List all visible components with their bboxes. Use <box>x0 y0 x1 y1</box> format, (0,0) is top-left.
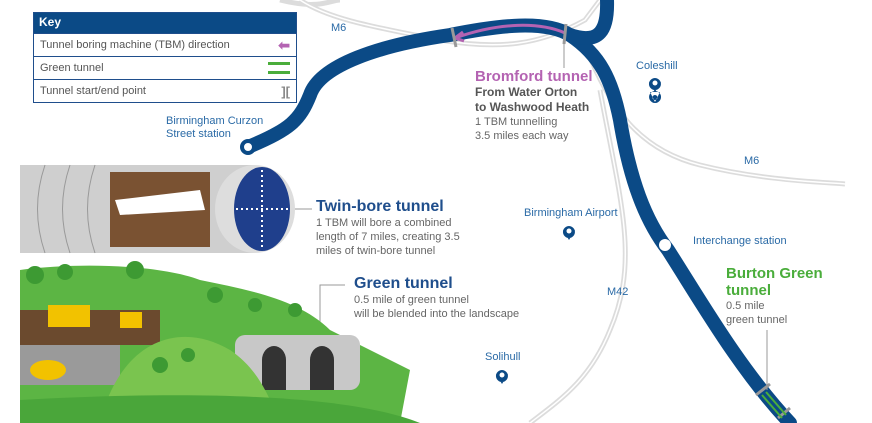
burton-green-segment <box>761 391 787 419</box>
bromford-callout: Bromford tunnel From Water Orton to Wash… <box>475 68 593 143</box>
interchange-station-marker <box>659 239 671 251</box>
burton-title: tunnel <box>726 282 771 299</box>
key-title: Key <box>34 13 296 33</box>
bromford-sub: to Washwood Heath <box>475 100 590 114</box>
bromford-desc: 1 TBM tunnelling <box>475 116 558 128</box>
place-solihull: Solihull <box>485 351 521 363</box>
greentunnel-callout: Green tunnel 0.5 mile of green tunnel wi… <box>354 275 519 321</box>
key-row-marker: Tunnel start/end point ][ <box>34 79 296 102</box>
bromford-desc: 3.5 miles each way <box>475 130 569 142</box>
green-tunnel-illustration <box>20 261 420 423</box>
burton-desc: 0.5 mile <box>726 300 765 312</box>
curzon-station-marker <box>240 139 256 155</box>
place-curzon-station: Birmingham Curzon Street station <box>166 115 264 140</box>
place-airport: Birmingham Airport <box>524 207 618 219</box>
road-west-curve <box>279 0 341 7</box>
greentunnel-desc: will be blended into the landscape <box>354 308 520 320</box>
burton-callout: Burton Green tunnel 0.5 mile green tunne… <box>726 265 823 327</box>
burton-title: Burton Green <box>726 265 823 282</box>
twinbore-title: Twin-bore tunnel <box>316 198 444 215</box>
key-label: Green tunnel <box>40 62 104 74</box>
key-label: Tunnel boring machine (TBM) direction <box>40 39 230 51</box>
bromford-title: Bromford tunnel <box>475 68 593 85</box>
key-row-green: Green tunnel <box>34 56 296 79</box>
road-label-m42: M42 <box>607 286 629 298</box>
twinbore-callout: Twin-bore tunnel 1 TBM will bore a combi… <box>316 198 460 258</box>
tbm-direction-arrow <box>454 23 566 40</box>
place-coleshill: Coleshill <box>636 60 678 72</box>
bromford-sub: From Water Orton <box>475 85 578 99</box>
leader-lines <box>292 44 768 390</box>
hs2-route <box>241 0 797 423</box>
burton-desc: green tunnel <box>726 314 788 326</box>
bracket-marker-icon: ][ <box>281 83 290 99</box>
twinbore-desc: length of 7 miles, creating 3.5 <box>316 231 460 243</box>
road-label-m6: M6 <box>331 22 347 34</box>
place-interchange: Interchange station <box>693 235 787 247</box>
key-row-tbm: Tunnel boring machine (TBM) direction ⬅ <box>34 33 296 56</box>
tbm-illustration <box>20 164 295 254</box>
greentunnel-desc: 0.5 mile of green tunnel <box>354 294 469 306</box>
route-branch <box>563 0 615 46</box>
key-label: Tunnel start/end point <box>40 85 146 97</box>
map-key: Key Tunnel boring machine (TBM) directio… <box>33 12 297 103</box>
green-double-line-icon <box>268 62 290 74</box>
twinbore-desc: 1 TBM will bore a combined <box>316 217 452 229</box>
greentunnel-title: Green tunnel <box>354 275 453 292</box>
twinbore-desc: miles of twin-bore tunnel <box>316 245 436 257</box>
road-label-m6: M6 <box>744 155 760 167</box>
pin-icon <box>649 91 662 103</box>
purple-arrow-left-icon: ⬅ <box>278 36 290 53</box>
